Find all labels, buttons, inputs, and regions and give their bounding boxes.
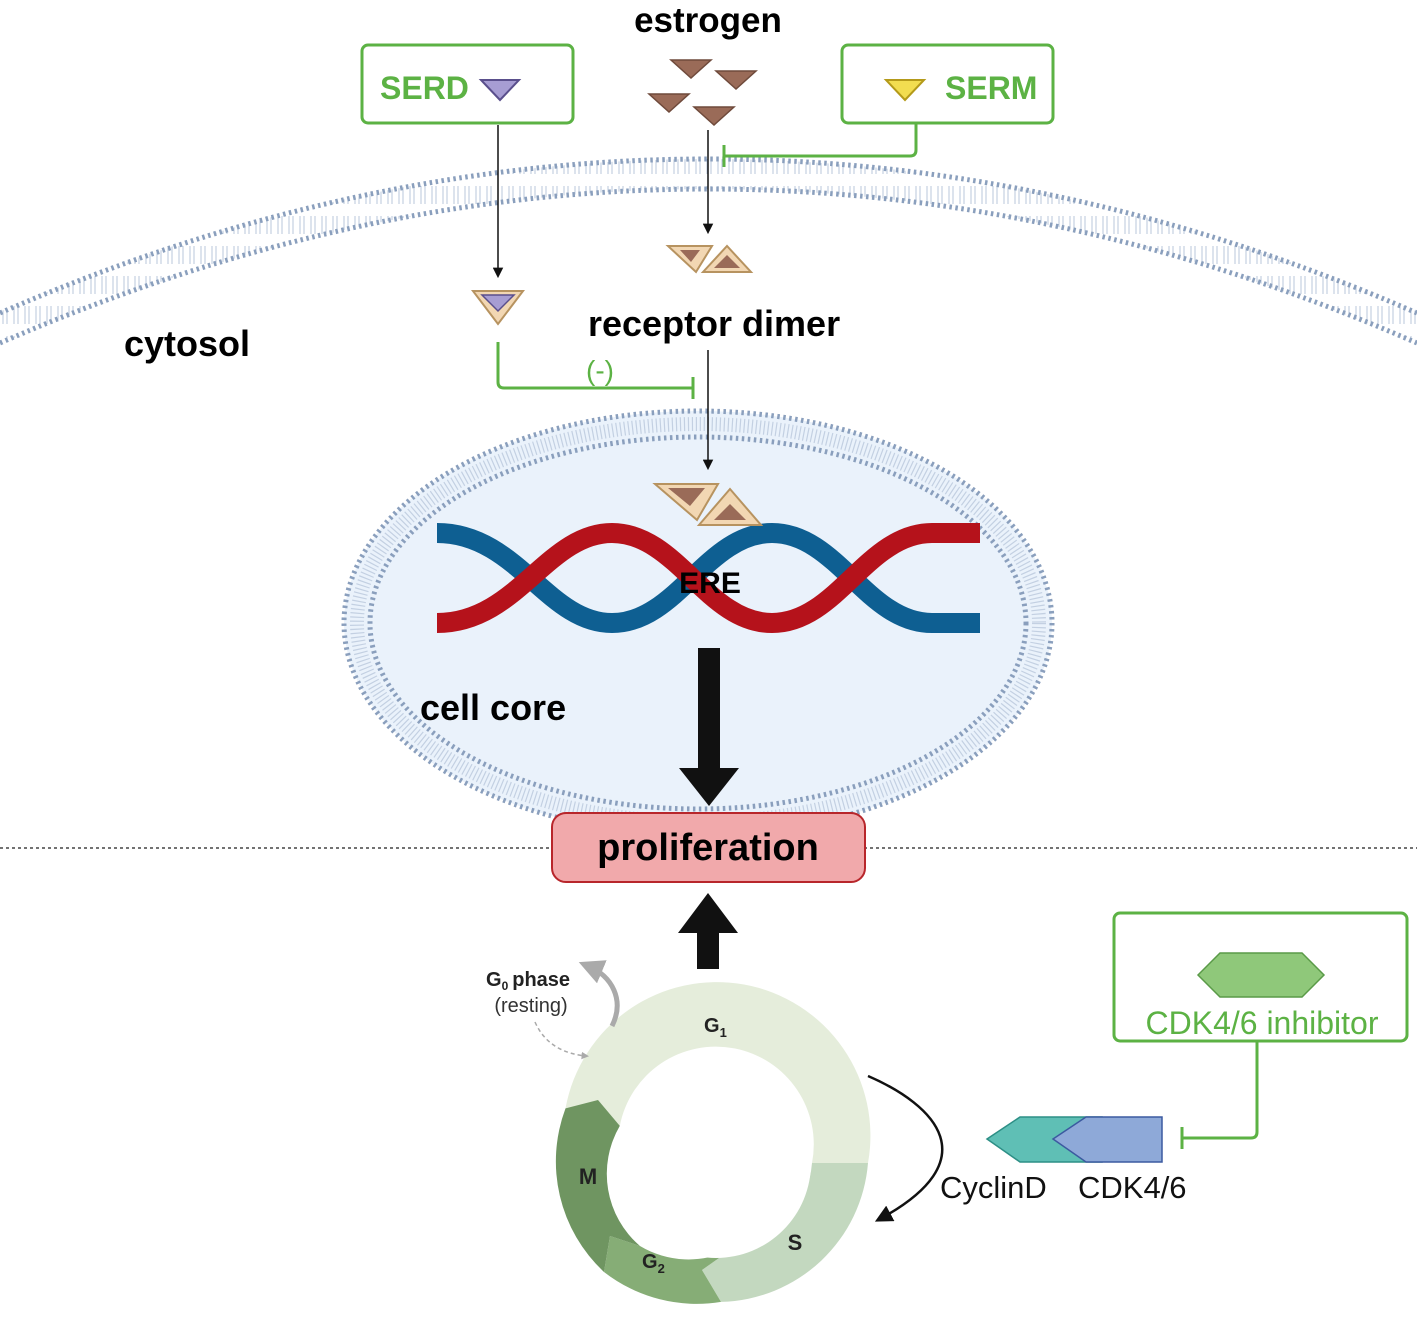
serm-inhibition xyxy=(722,124,918,167)
ere-label: ERE xyxy=(679,567,741,600)
cyclind-cdk-complex: CyclinD CDK4/6 xyxy=(940,1116,1187,1205)
g2-label: G2 xyxy=(642,1251,665,1276)
cdk46-shape xyxy=(1051,1116,1163,1163)
cdk-inhibition xyxy=(1180,1041,1259,1149)
cycle-to-proliferation-arrow xyxy=(678,893,738,969)
nucleus xyxy=(341,408,1055,838)
receptor-dimer-label: receptor dimer xyxy=(588,303,840,344)
cdk-cycle-arrow xyxy=(867,1074,944,1222)
minus-label: (-) xyxy=(586,355,614,386)
cell-cycle: G1 S G2 M xyxy=(555,982,871,1304)
g2-segment xyxy=(604,1236,731,1304)
g1-label: G1 xyxy=(704,1015,727,1040)
proliferation-label: proliferation xyxy=(597,827,819,869)
serd-label: SERD xyxy=(380,70,469,106)
serd-box: SERD xyxy=(360,43,575,125)
receptor-nucleus xyxy=(652,483,764,526)
g0-exit-arrow xyxy=(578,960,620,1028)
inhibitor-hexagon-icon xyxy=(1196,952,1326,998)
serm-box: SERM xyxy=(840,43,1055,125)
cdk-inhibitor-label: CDK4/6 inhibitor xyxy=(1146,1005,1379,1041)
g0-entry-arrow xyxy=(534,1021,589,1060)
cyclind-label: CyclinD xyxy=(940,1170,1047,1205)
cell-core-label: cell core xyxy=(420,687,566,728)
s-segment xyxy=(702,1163,868,1302)
receptor-membrane xyxy=(665,244,754,274)
dna-helix xyxy=(436,522,980,634)
cdk46-label: CDK4/6 xyxy=(1078,1170,1187,1205)
g0-resting-label: (resting) xyxy=(494,995,567,1017)
estrogen-molecules xyxy=(647,59,758,127)
cdk-inhibitor-box: CDK4/6 inhibitor xyxy=(1112,911,1409,1043)
serm-label: SERM xyxy=(945,70,1037,106)
serd-receptor xyxy=(470,290,526,326)
serd-inhibition xyxy=(496,342,695,399)
proliferation-box: proliferation xyxy=(551,812,866,883)
serm-icon xyxy=(883,79,927,102)
m-label: M xyxy=(579,1164,597,1189)
g1-segment xyxy=(565,982,871,1163)
estrogen-label: estrogen xyxy=(634,1,782,40)
nucleus-to-proliferation-arrow xyxy=(679,648,739,806)
serd-icon xyxy=(478,79,522,102)
cytosol-label: cytosol xyxy=(124,323,250,364)
s-label: S xyxy=(788,1230,803,1255)
m-segment xyxy=(555,1100,640,1272)
